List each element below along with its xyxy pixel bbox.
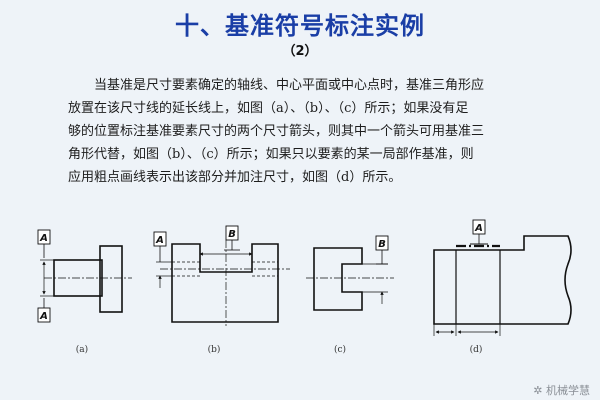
body-paragraph: 当基准是尺寸要素确定的轴线、中心平面或中心点时，基准三角形应 放置在该尺寸线的延… — [68, 74, 592, 189]
watermark-text: 机械学慧 — [546, 384, 590, 397]
paragraph-line-2: 放置在该尺寸线的延长线上，如图（a）、（b）、（c）所示；如果没有足 — [68, 101, 469, 116]
datum-label-a-bottom: A — [39, 311, 48, 322]
paragraph-line-4: 角形代替，如图（b）、（c）所示；如果只以要素的某一局部作基准，则 — [68, 147, 474, 162]
figure-b: A B (b) — [153, 225, 290, 355]
figure-a: A A (a) — [37, 229, 132, 355]
watermark-icon: ✲ — [533, 384, 543, 397]
watermark: ✲ 机械学慧 — [533, 382, 590, 398]
paragraph-line-3: 够的位置标注基准要素尺寸的两个尺寸箭头，则其中一个箭头可用基准三 — [68, 124, 485, 139]
caption-a: (a) — [76, 344, 88, 355]
datum-label-a-top: A — [39, 233, 48, 244]
datum-label-b-b: B — [228, 229, 236, 240]
datum-label-c: B — [378, 239, 386, 250]
page-subtitle: （2） — [282, 44, 318, 59]
caption-c: (c) — [334, 344, 346, 355]
page-title: 十、基准符号标注实例 — [175, 12, 425, 40]
datum-label-b-a: A — [155, 235, 164, 246]
figure-d: A (d) — [433, 219, 572, 355]
paragraph-line-5: 应用粗点画线表示出该部分并加注尺寸，如图（d）所示。 — [68, 170, 402, 185]
caption-b: (b) — [208, 344, 221, 355]
datum-label-d: A — [474, 223, 483, 234]
figure-c: B (c) — [306, 235, 394, 355]
caption-d: (d) — [470, 344, 483, 355]
paragraph-line-1: 当基准是尺寸要素确定的轴线、中心平面或中心点时，基准三角形应 — [94, 78, 485, 93]
figures-panel: A A (a) A B (b) — [37, 219, 572, 355]
